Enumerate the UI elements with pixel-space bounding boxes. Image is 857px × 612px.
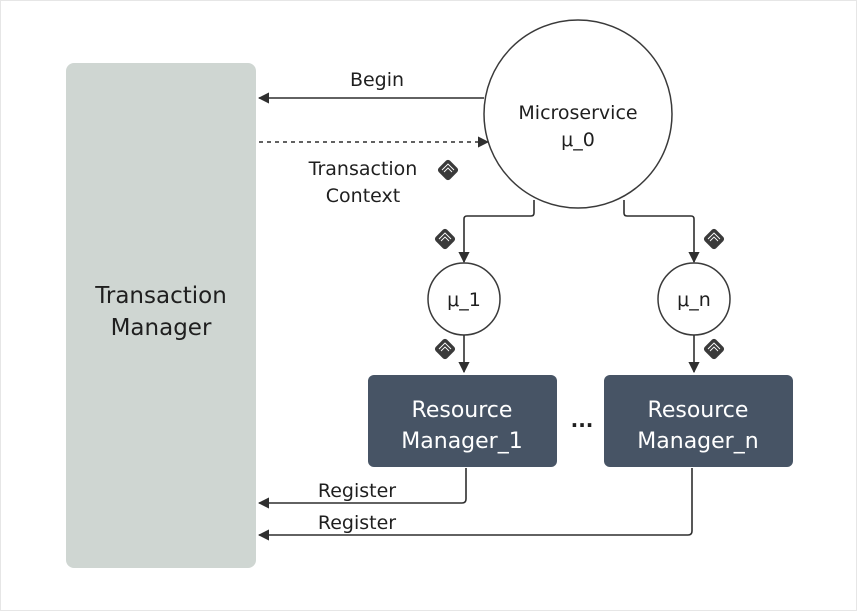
resource-manager-1-label-line2: Manager_1 bbox=[401, 429, 522, 454]
transaction-context-token-icon bbox=[434, 338, 456, 360]
resource-manager-1-box bbox=[368, 375, 557, 467]
transaction-context-token-icon bbox=[703, 228, 725, 250]
transaction-context-token-icon bbox=[437, 159, 459, 181]
register-n-arrow bbox=[257, 468, 693, 541]
begin-label: Begin bbox=[350, 69, 404, 91]
mu0-to-mun-arrow bbox=[623, 200, 700, 264]
transaction-manager-label-line2: Manager bbox=[111, 315, 212, 341]
transaction-context-token-icon bbox=[703, 338, 725, 360]
transaction-context-label-line1: Transaction bbox=[308, 158, 418, 180]
register-1-label: Register bbox=[318, 480, 396, 502]
microservice-label-line2: μ_0 bbox=[561, 129, 595, 151]
transaction-context-token-icon bbox=[434, 228, 456, 250]
transaction-context-label-line2: Context bbox=[326, 185, 400, 207]
resource-manager-n-label-line2: Manager_n bbox=[637, 429, 758, 454]
transaction-manager-box bbox=[66, 63, 256, 568]
resource-manager-n-label-line1: Resource bbox=[648, 398, 749, 423]
microservice-label-line1: Microservice bbox=[518, 102, 637, 124]
register-1-arrow bbox=[257, 468, 467, 509]
microservice-node bbox=[483, 19, 673, 209]
mun-label: μ_n bbox=[677, 289, 711, 311]
mu0-to-mu1-arrow bbox=[458, 200, 535, 264]
resource-manager-1-label-line1: Resource bbox=[412, 398, 513, 423]
mu1-label: μ_1 bbox=[447, 289, 481, 311]
ellipsis-label: ... bbox=[571, 408, 594, 432]
register-n-label: Register bbox=[318, 512, 396, 534]
resource-manager-n-box bbox=[604, 375, 793, 467]
transaction-manager-label-line1: Transaction bbox=[94, 283, 227, 309]
